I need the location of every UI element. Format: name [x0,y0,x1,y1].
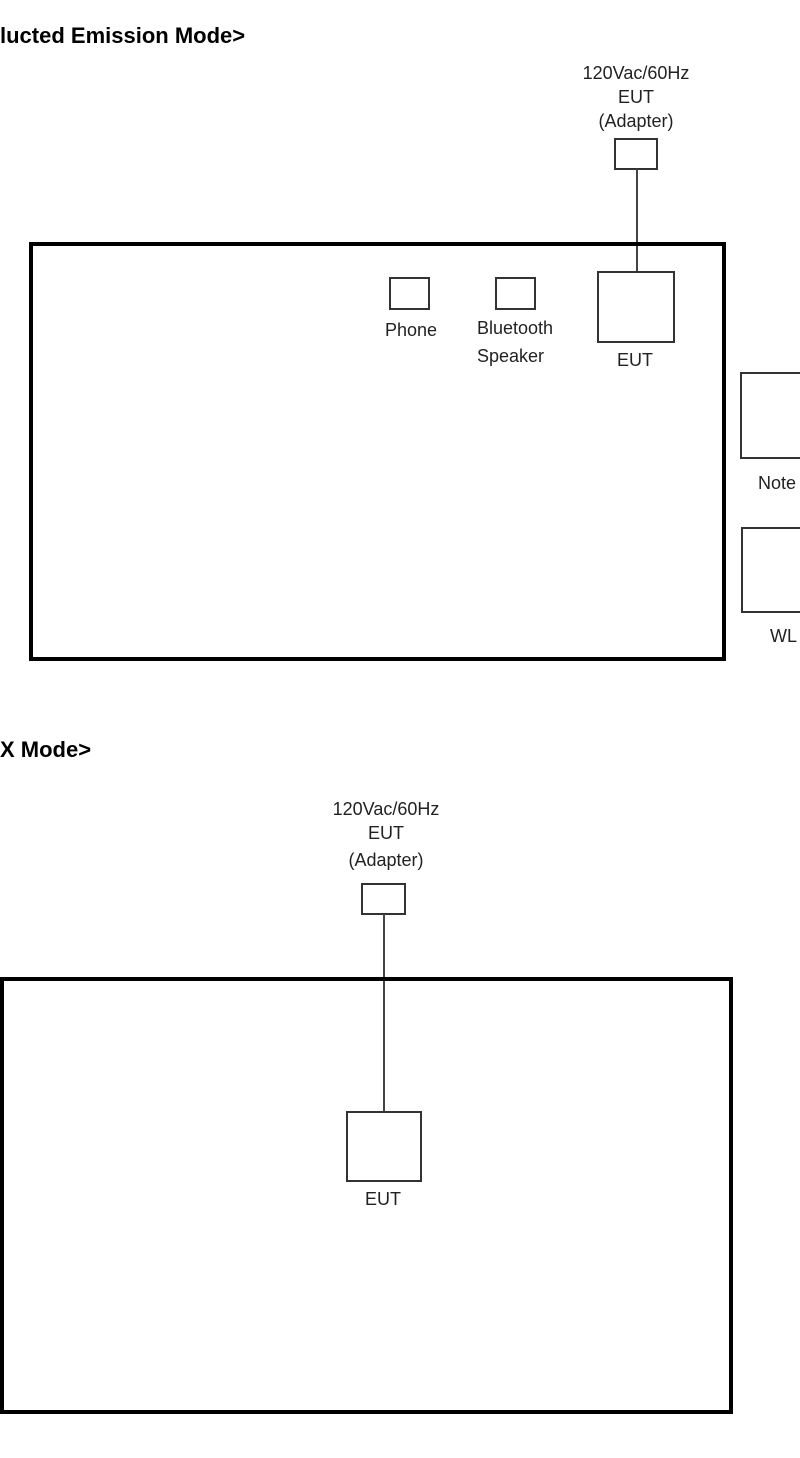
bluetooth-speaker-box [495,277,536,310]
eut-box [346,1111,422,1182]
wlan-box [741,527,800,613]
adapter-power-label: 120Vac/60Hz [333,799,440,819]
notebook-label: Note [758,473,796,493]
adapter-power-label: 120Vac/60Hz [583,63,690,83]
speaker-label: Speaker [477,346,544,366]
bluetooth-label: Bluetooth [477,318,553,338]
adapter-name-label: (Adapter) [598,111,673,131]
phone-box [389,277,430,310]
adapter-name-label: (Adapter) [348,850,423,870]
section-title: lucted Emission Mode> [0,23,245,48]
eut-label: EUT [617,350,653,370]
adapter-eut-label: EUT [368,823,404,843]
tx-mode-setup: X Mode> 120Vac/60Hz EUT (Adapter) EUT [0,737,733,1414]
adapter-eut-label: EUT [618,87,654,107]
phone-label: Phone [385,320,437,340]
wlan-label: WL [770,626,797,646]
eut-label: EUT [365,1189,401,1209]
section-title: X Mode> [0,737,91,762]
notebook-box [740,372,800,459]
test-table [29,242,726,661]
test-table [0,977,733,1414]
adapter-box [361,883,406,915]
conducted-emission-setup: lucted Emission Mode> 120Vac/60Hz EUT (A… [0,23,800,661]
eut-box [597,271,675,343]
adapter-box [614,138,658,170]
